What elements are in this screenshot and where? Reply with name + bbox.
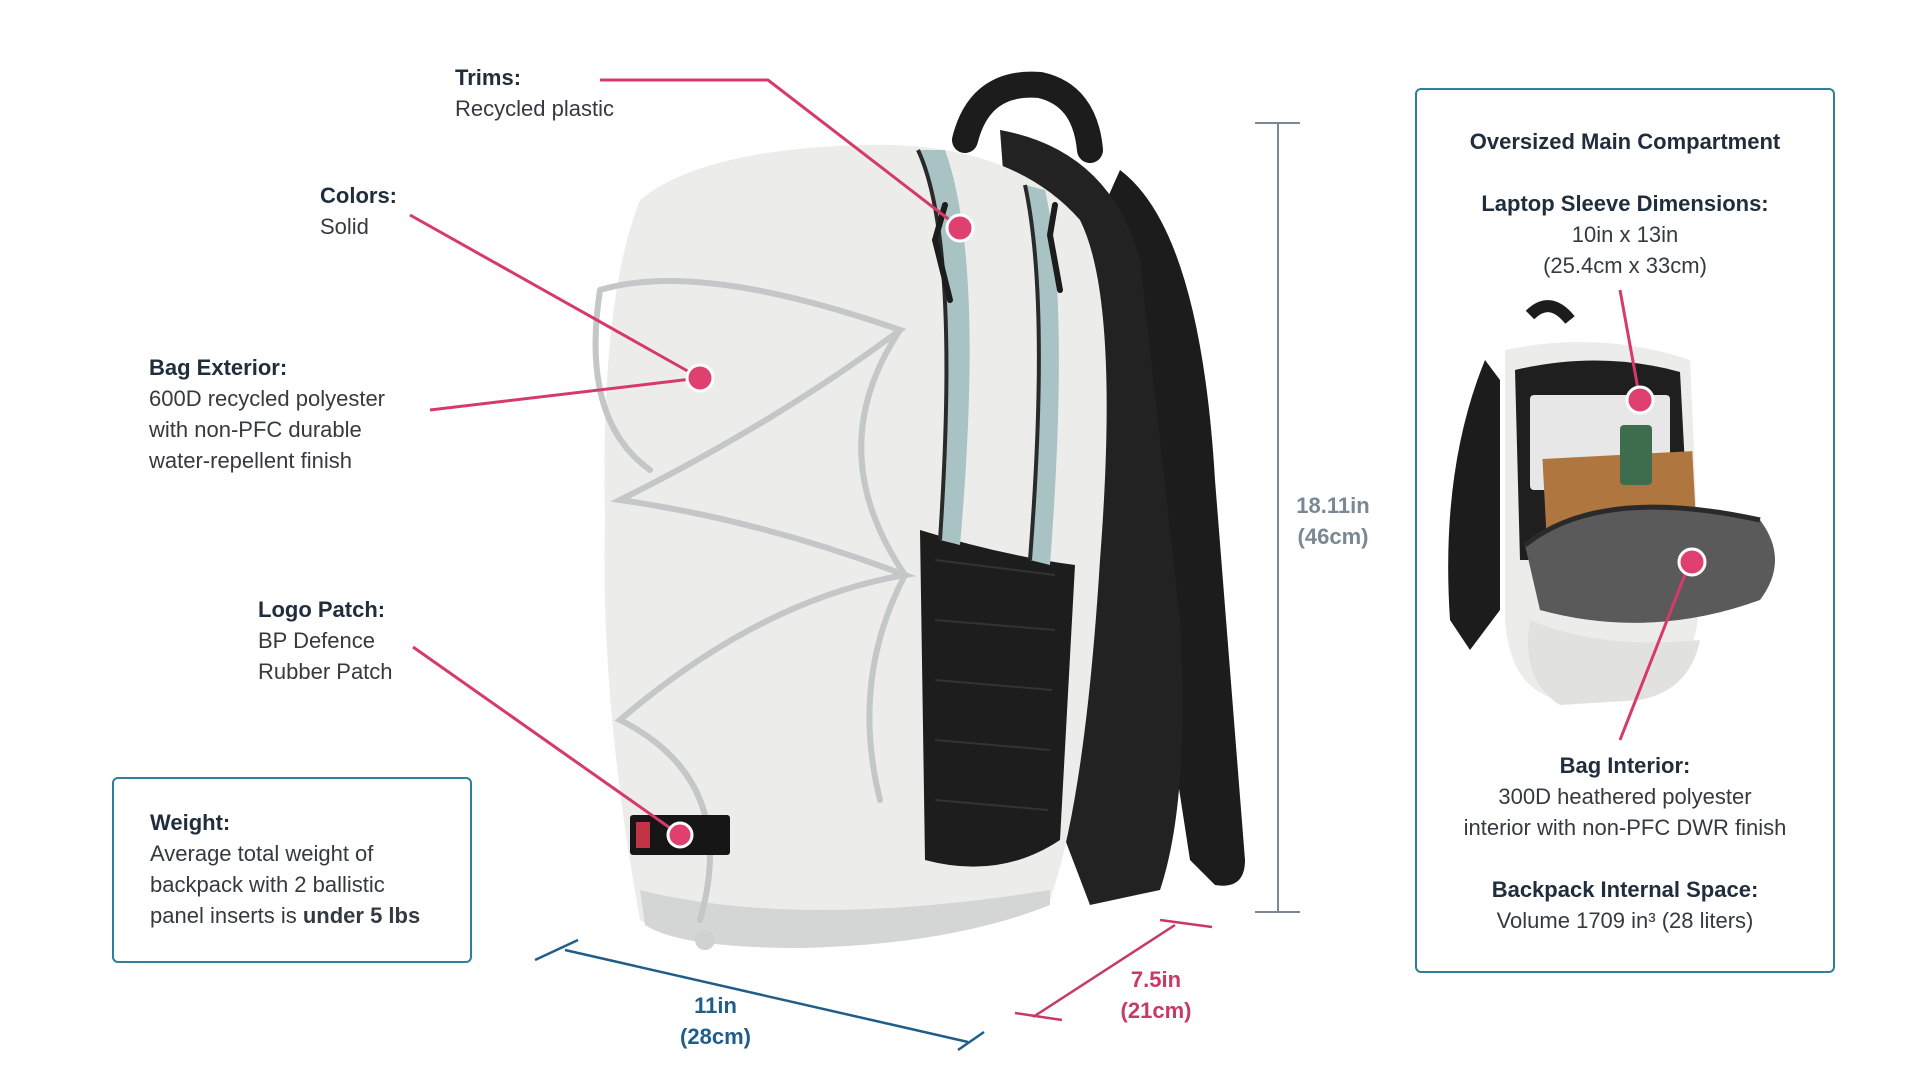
exterior-leader <box>429 363 715 412</box>
colors-text: Solid <box>320 214 369 239</box>
colors-callout: Colors: Solid <box>320 180 397 242</box>
width-inches: 11in <box>694 993 737 1018</box>
weight-box: Weight: Average total weight of backpack… <box>112 777 472 963</box>
compartment-panel: Oversized Main Compartment Laptop Sleeve… <box>1415 88 1835 973</box>
width-dimension-line <box>534 938 985 1052</box>
space-line: Volume 1709 in³ (28 liters) <box>1496 908 1754 933</box>
logo-leader <box>412 645 694 849</box>
trims-leader <box>600 78 975 243</box>
height-cm: (46cm) <box>1297 524 1369 549</box>
height-inches: 18.11in <box>1296 493 1370 518</box>
weight-emphasis: under 5 lbs <box>302 903 421 928</box>
exterior-callout: Bag Exterior: 600D recycled polyester wi… <box>149 352 385 476</box>
open-backpack-image <box>1448 300 1775 705</box>
sleeve-leader <box>1618 289 1655 415</box>
space-title: Backpack Internal Space: <box>1491 877 1759 902</box>
colors-leader <box>409 213 701 380</box>
width-dimension-label: 11in (28cm) <box>663 990 768 1052</box>
compartment-heading: Oversized Main Compartment <box>1417 126 1833 157</box>
weight-line-3-prefix: panel inserts is <box>150 903 303 928</box>
exterior-line-3: water-repellent finish <box>149 448 352 473</box>
trims-title: Trims: <box>455 65 522 90</box>
interior-title: Bag Interior: <box>1559 753 1691 778</box>
trims-callout: Trims: Recycled plastic <box>455 62 614 124</box>
weight-line-3: panel inserts is under 5 lbs <box>150 900 420 931</box>
main-backpack-image <box>592 71 1245 950</box>
logo-callout: Logo Patch: BP Defence Rubber Patch <box>258 594 393 687</box>
colors-title: Colors: <box>320 183 397 208</box>
logo-title: Logo Patch: <box>258 597 386 622</box>
interior-leader <box>1618 547 1707 741</box>
compartment-heading-text: Oversized Main Compartment <box>1469 129 1781 154</box>
interior-line-2: interior with non-PFC DWR finish <box>1463 815 1787 840</box>
interior-line-1: 300D heathered polyester <box>1498 784 1752 809</box>
logo-line-1: BP Defence <box>258 628 376 653</box>
depth-dimension-line <box>1014 918 1213 1022</box>
weight-callout: Weight: Average total weight of backpack… <box>150 807 420 931</box>
exterior-line-1: 600D recycled polyester <box>149 386 386 411</box>
depth-inches: 7.5in <box>1130 967 1182 992</box>
space-callout: Backpack Internal Space: Volume 1709 in³… <box>1417 874 1833 936</box>
height-dimension-label: 18.11in (46cm) <box>1278 490 1388 552</box>
exterior-line-2: with non-PFC durable <box>149 417 362 442</box>
depth-cm: (21cm) <box>1120 998 1192 1023</box>
height-dimension-line <box>1255 122 1300 913</box>
logo-line-2: Rubber Patch <box>258 659 393 684</box>
sleeve-callout: Laptop Sleeve Dimensions: 10in x 13in (2… <box>1417 188 1833 281</box>
trims-text: Recycled plastic <box>455 96 614 121</box>
weight-line-2: backpack with 2 ballistic <box>150 872 385 897</box>
width-cm: (28cm) <box>680 1024 751 1049</box>
weight-line-1: Average total weight of <box>150 841 374 866</box>
interior-callout: Bag Interior: 300D heathered polyester i… <box>1417 750 1833 843</box>
sleeve-line-1: 10in x 13in <box>1571 222 1679 247</box>
sleeve-title: Laptop Sleeve Dimensions: <box>1481 191 1769 216</box>
sleeve-line-2: (25.4cm x 33cm) <box>1543 253 1707 278</box>
weight-title: Weight: <box>150 810 231 835</box>
depth-dimension-label: 7.5in (21cm) <box>1106 964 1206 1026</box>
exterior-title: Bag Exterior: <box>149 355 288 380</box>
callout-leaders <box>409 78 1707 849</box>
